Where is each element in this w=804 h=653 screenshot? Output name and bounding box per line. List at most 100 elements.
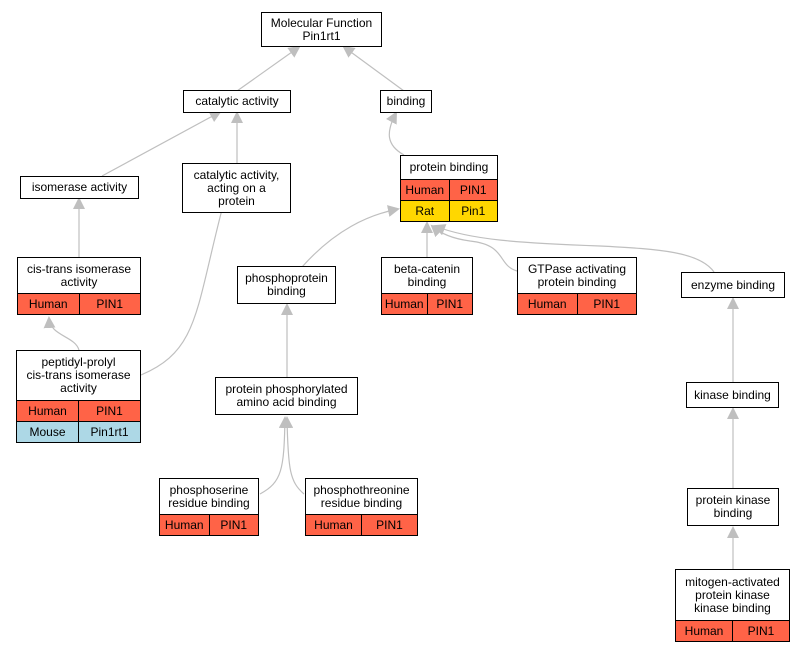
node-title-line: kinase binding (694, 387, 771, 402)
node-title-line: GTPase activating (527, 261, 627, 276)
species-cell: Human (684, 624, 724, 638)
node-title-line: acting on a (207, 180, 266, 195)
node-title-line: protein binding (537, 274, 617, 289)
edge-catalytic-to-mf (236, 45, 301, 92)
node-title-line: protein (218, 193, 255, 208)
annotation-row: Human PIN1 (518, 293, 636, 314)
node-title: isomerase activity (21, 177, 138, 198)
species-cell: Human (314, 518, 353, 532)
species-cell: Human (28, 404, 67, 418)
node-title-line: binding (386, 94, 426, 108)
node-title-line: residue binding (320, 495, 403, 510)
species-cell: Human (164, 518, 204, 532)
species-cell: Rat (415, 204, 435, 218)
gene-cell: PIN1 (78, 294, 141, 314)
node-title-line: isomerase activity (31, 180, 128, 194)
edge-enzyme-to-protein-binding (433, 224, 715, 273)
species-cell: Human (405, 183, 445, 197)
node-title-line: amino acid binding (236, 395, 337, 409)
node-title-line: binding (713, 506, 753, 520)
species-cell: Mouse (29, 425, 66, 439)
node-title: enzyme binding (682, 273, 784, 297)
annotation-row: Human PIN1 (160, 514, 258, 535)
node-title-line: residue binding (168, 495, 250, 510)
annotation-row: Human PIN1 (17, 400, 140, 421)
node-title: catalytic activity (184, 91, 290, 112)
node-title-line: binding (267, 284, 306, 298)
gene-cell: PIN1 (208, 515, 259, 535)
node-title-line: Pin1rt1 (302, 28, 341, 43)
gene-cell: Pin1 (448, 201, 498, 221)
gene-cell: PIN1 (361, 515, 417, 535)
gene-cell: PIN1 (732, 621, 789, 641)
node-title-line: binding (407, 274, 447, 289)
node-title: binding (381, 91, 431, 112)
node-title-line: peptidyl-prolyl (41, 355, 116, 369)
gene-cell: PIN1 (576, 294, 637, 314)
node-title-line: beta-catenin (393, 261, 461, 276)
node-kinase-binding[interactable]: kinase binding (686, 382, 779, 408)
edge-phosphoprotein-to-protein-binding (301, 205, 400, 268)
gene-cell: PIN1 (448, 180, 498, 200)
node-title-line: mitogen-activated (685, 574, 780, 589)
species-cell: Human (527, 297, 567, 311)
node-title-line: catalytic activity, (193, 167, 280, 182)
node-title-line: catalytic activity (195, 94, 279, 108)
node-catalytic-activity[interactable]: catalytic activity (183, 90, 291, 113)
node-title-line: cis-trans isomerase (26, 261, 132, 276)
node-title-line: protein binding (409, 160, 489, 174)
node-title-line: protein kinase (695, 493, 771, 507)
node-title-line: cis-trans isomerase (26, 368, 131, 382)
species-cell: Human (384, 297, 424, 311)
node-isomerase-activity[interactable]: isomerase activity (20, 176, 139, 199)
gene-cell: PIN1 (78, 401, 140, 421)
node-title-line: phosphoprotein (245, 271, 328, 285)
node-title-line: kinase binding (694, 600, 771, 615)
node-title: kinase binding (687, 383, 778, 407)
edge-binding-to-mf (342, 45, 405, 92)
node-title-line: enzyme binding (690, 277, 776, 292)
annotation-row: Human PIN1 (306, 514, 417, 535)
edge-isomerase-to-catalytic (101, 111, 222, 177)
node-enzyme-binding[interactable]: enzyme binding (681, 272, 785, 298)
annotation-row: Human PIN1 (18, 293, 140, 314)
node-binding[interactable]: binding (380, 90, 432, 113)
gene-cell: PIN1 (426, 294, 473, 314)
node-title-line: activity (60, 274, 98, 289)
node-title-line: activity (60, 381, 97, 395)
node-title-line: phosphoserine (169, 482, 249, 497)
edge-protein-binding-to-binding (386, 111, 405, 156)
edge-peptidyl-to-catalytic-protein (140, 196, 229, 376)
species-cell: Human (28, 297, 68, 311)
node-title-line: protein phosphorylated (225, 382, 348, 396)
edge-phosphoserine-to-ppaa (259, 416, 291, 495)
